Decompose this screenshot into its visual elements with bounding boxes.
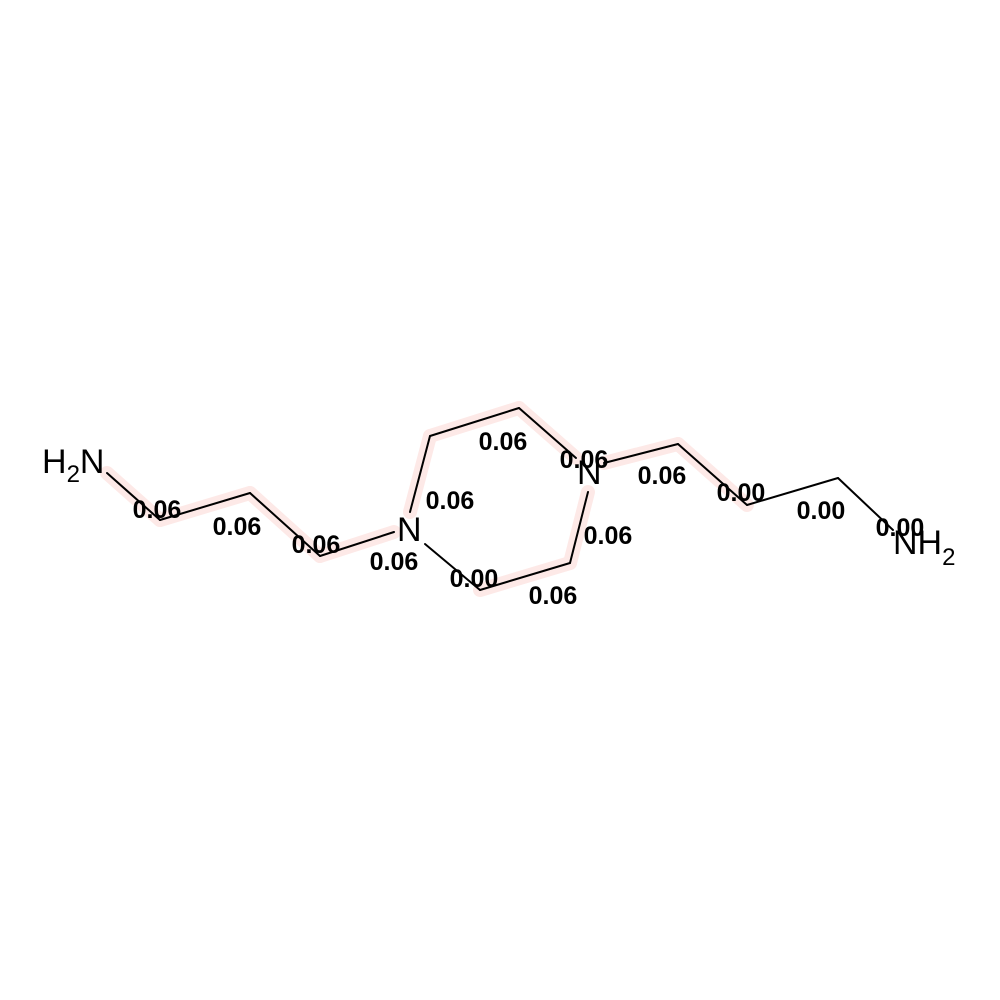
atom-label-n-ring-left: N (397, 511, 422, 549)
bond-weight-label: 0.06 (560, 446, 609, 474)
atom-layer: H2N N N NH2 (42, 443, 955, 571)
bond-weight-label: 0.00 (876, 514, 925, 542)
bond-line (319, 531, 395, 557)
bond-weight-label: 0.06 (370, 548, 419, 576)
bond-line (159, 492, 251, 521)
bond-line (746, 477, 839, 506)
atom-label-nh2-right: NH2 (893, 524, 955, 571)
bond-line (249, 492, 321, 557)
bond-weight-label: 0.06 (479, 428, 528, 456)
bond-weight-label: 0.00 (450, 565, 499, 593)
bond-line (429, 407, 520, 437)
weight-layer: 0.06 0.06 0.06 0.06 0.06 0.06 0.06 0.06 … (133, 428, 925, 610)
bond-line (677, 443, 748, 506)
bond-weight-label: 0.06 (584, 522, 633, 550)
bond-weight-label: 0.00 (797, 497, 846, 525)
bond-line (409, 435, 431, 513)
bond-line (603, 443, 679, 464)
bond-line (837, 477, 894, 531)
bond-weight-label: 0.06 (426, 487, 475, 515)
bond-layer (106, 407, 894, 591)
bond-line (424, 543, 481, 591)
bond-line (518, 407, 577, 459)
bond-weight-label: 0.06 (529, 582, 578, 610)
bond-weight-label: 0.06 (213, 513, 262, 541)
bond-weight-label: 0.06 (292, 531, 341, 559)
bond-weight-label: 0.06 (133, 496, 182, 524)
atom-label-n-ring-right: N (577, 454, 602, 492)
bond-weight-label: 0.00 (717, 479, 766, 507)
bond-line (569, 491, 589, 564)
bond-weight-label: 0.06 (638, 462, 687, 490)
atom-label-nh2-left: H2N (42, 443, 104, 488)
bond-line (479, 562, 571, 591)
bond-line (106, 472, 161, 521)
